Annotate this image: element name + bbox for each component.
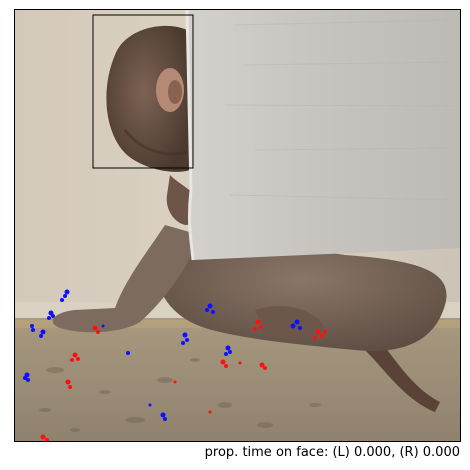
monkey-photo xyxy=(15,10,460,441)
figure-frame xyxy=(14,9,461,442)
face-time-caption: prop. time on face: (L) 0.000, (R) 0.000 xyxy=(204,445,460,460)
